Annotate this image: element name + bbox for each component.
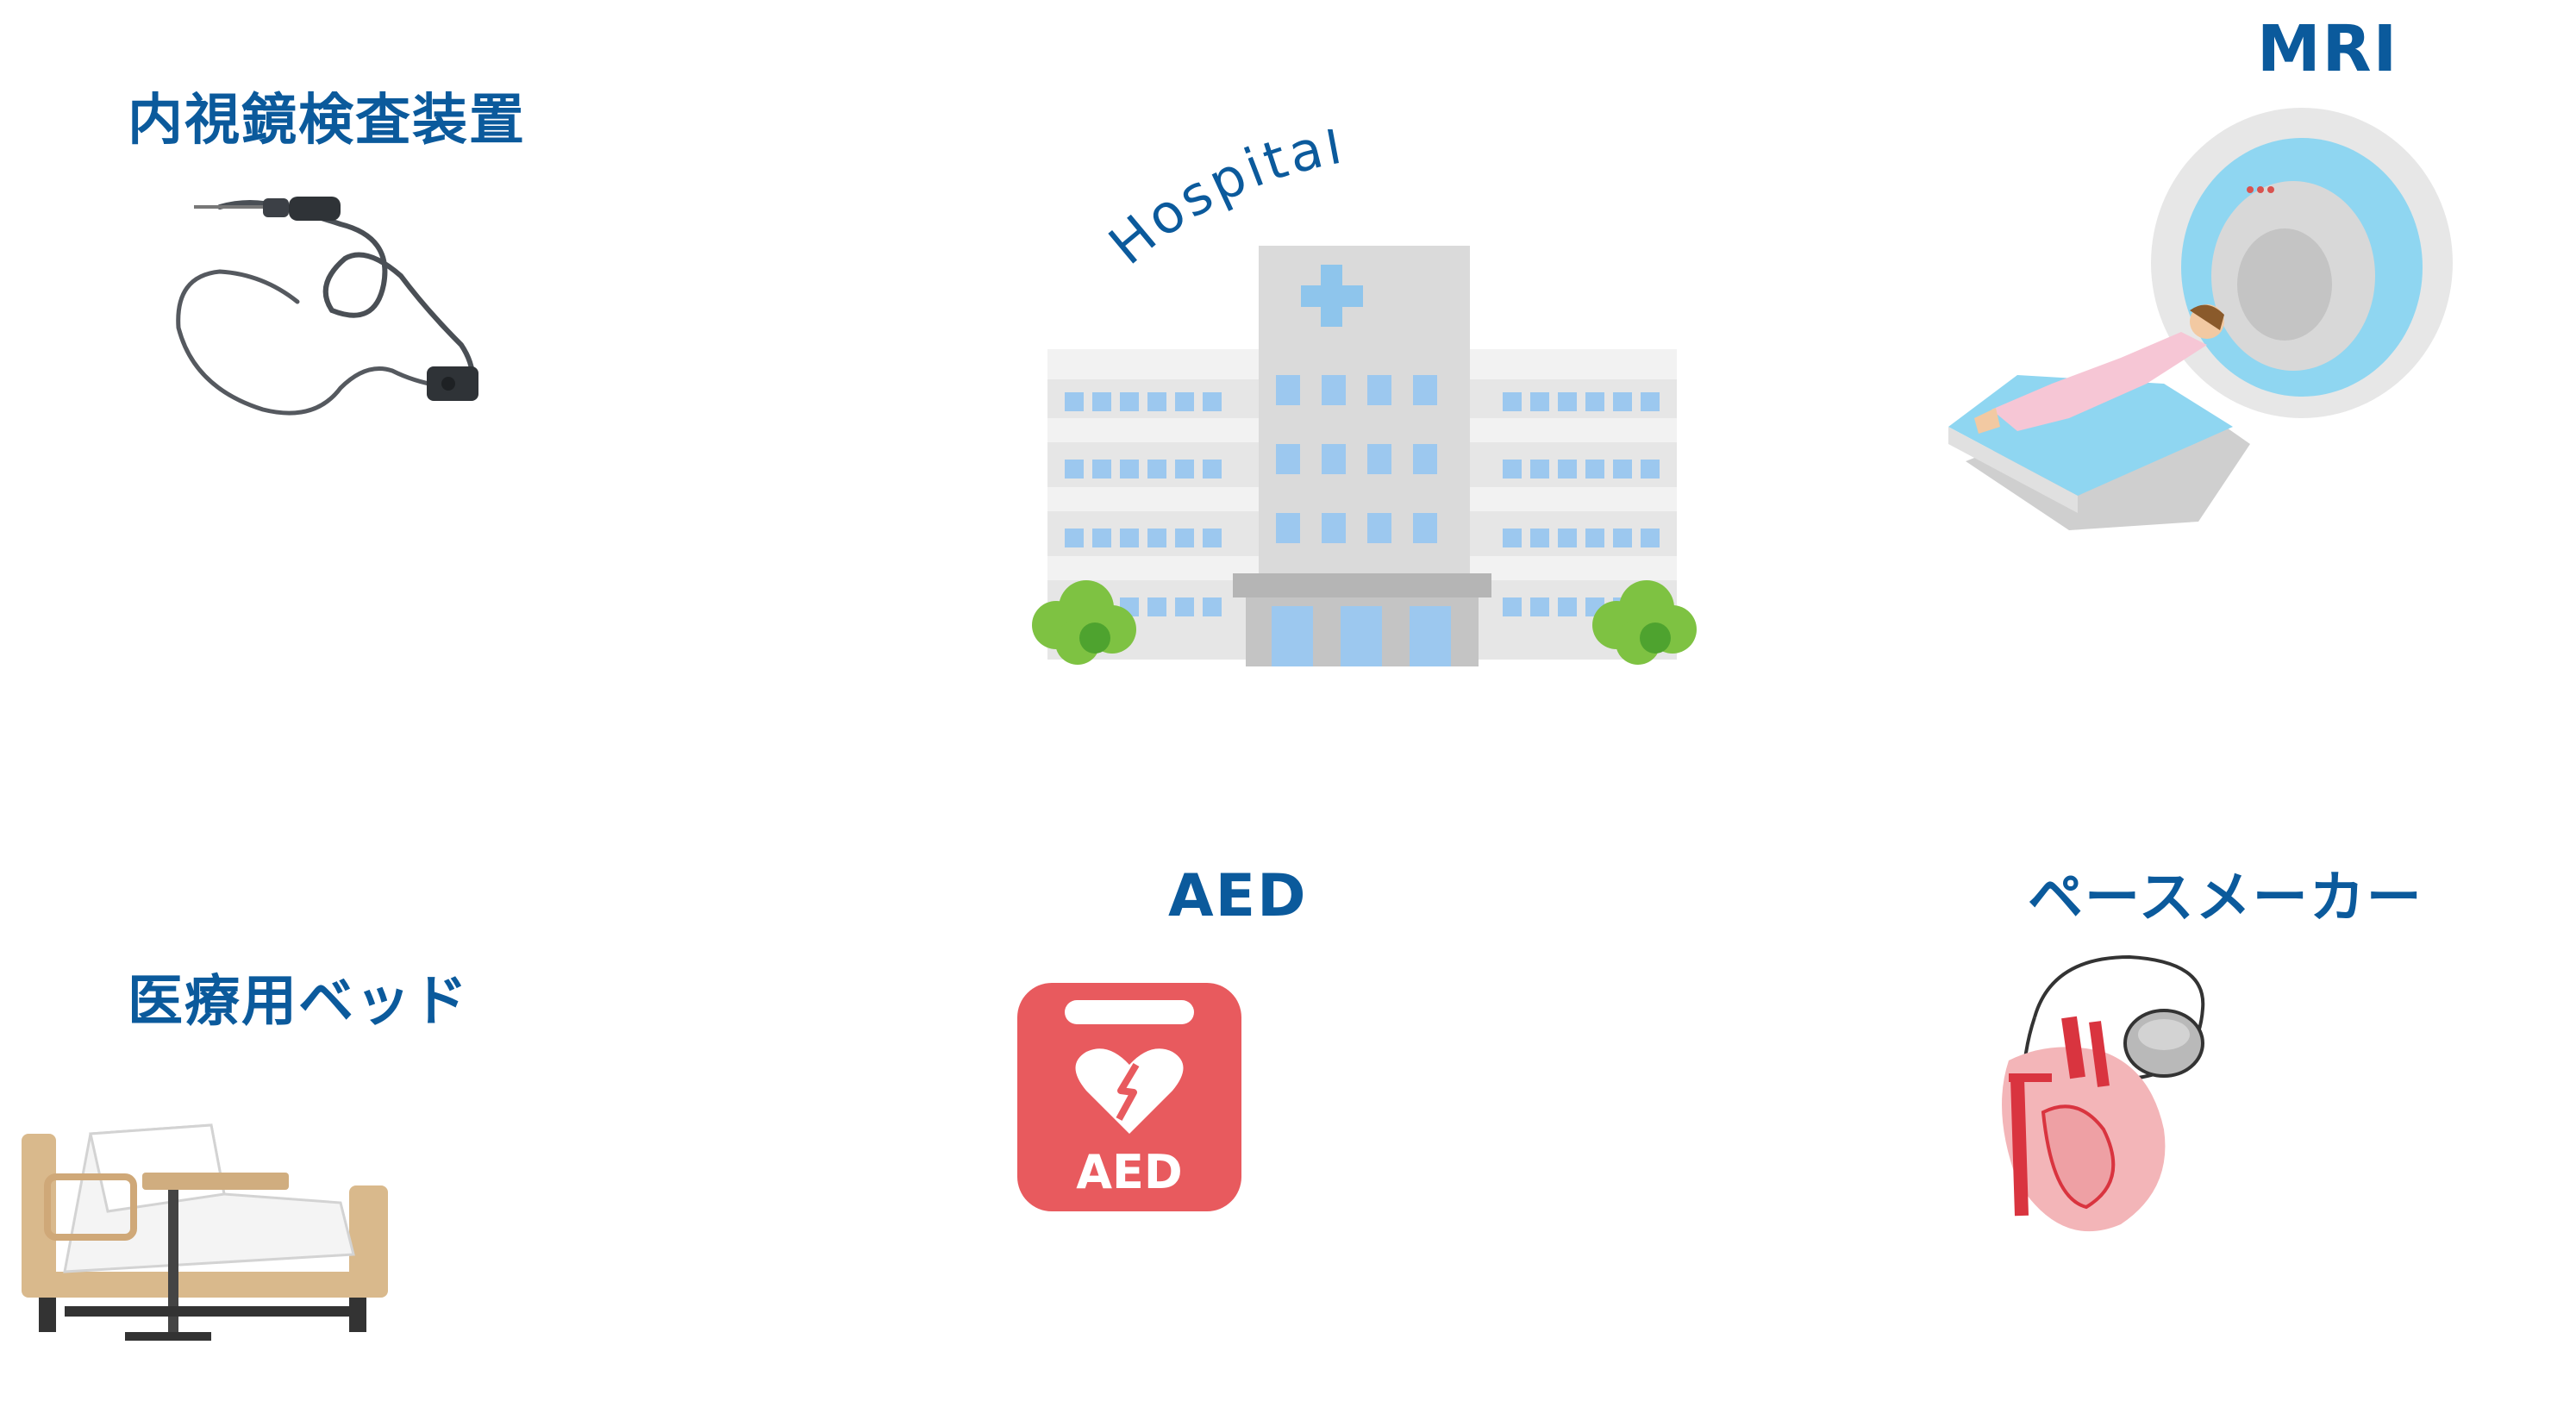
endoscope-icon [168,172,496,431]
pacemaker-label: ペースメーカー [2028,866,2423,930]
medical-bed-icon [13,1099,418,1358]
pacemaker-heart-icon [1957,940,2224,1250]
aed-box-text: AED [1076,1145,1183,1199]
bed-label: 医療用ベッド [128,970,469,1034]
mri-label: MRI [2257,12,2399,86]
endoscope-label: 内視鏡検査装置 [128,89,526,153]
aed-title-label: AED [1168,862,1308,930]
mri-icon [1940,99,2474,565]
aed-icon: AED [1017,983,1241,1211]
hospital-icon [1013,246,1711,677]
